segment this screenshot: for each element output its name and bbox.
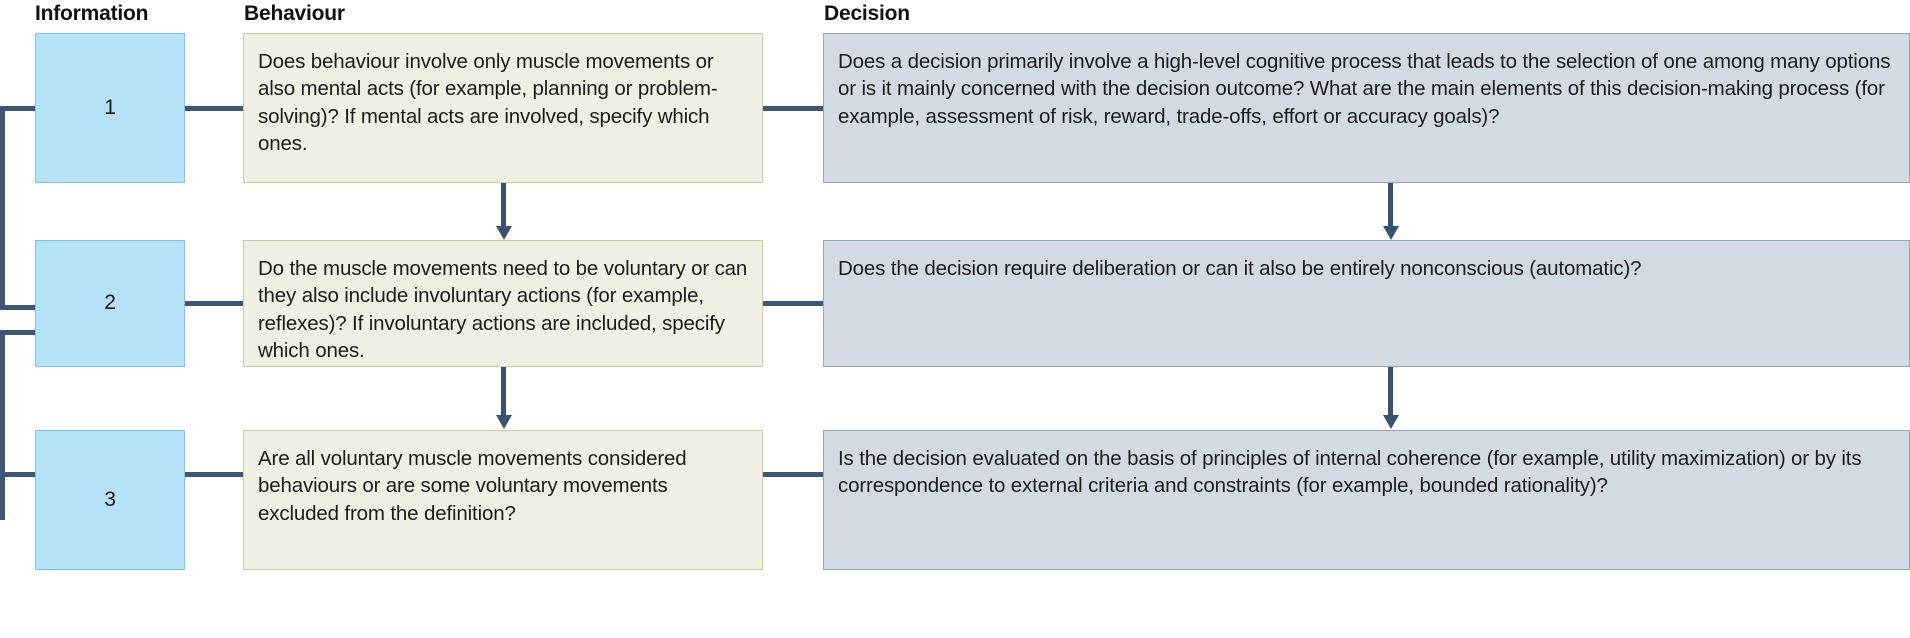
behaviour-box-level-1[interactable]: Does behaviour involve only muscle movem… bbox=[243, 33, 763, 183]
information-level-label: 3 bbox=[104, 487, 116, 511]
information-level-label: 2 bbox=[104, 291, 116, 315]
column-header-information: Information bbox=[35, 2, 149, 25]
connector-left-bottom-2 bbox=[0, 472, 38, 477]
arrow-behaviour-1-to-2 bbox=[501, 183, 506, 227]
connector-left-vertical-2 bbox=[0, 330, 5, 520]
information-box-level-1[interactable]: 1 bbox=[35, 33, 185, 183]
decision-box-level-1[interactable]: Does a decision primarily involve a high… bbox=[823, 33, 1910, 183]
connector-info2-to-behaviour2 bbox=[185, 301, 244, 306]
decision-box-level-2[interactable]: Does the decision require deliberation o… bbox=[823, 240, 1910, 367]
connector-info3-to-behaviour3 bbox=[185, 472, 244, 477]
information-box-level-2[interactable]: 2 bbox=[35, 240, 185, 367]
connector-left-vertical-1 bbox=[0, 106, 5, 310]
connector-left-top-2 bbox=[0, 330, 38, 335]
information-level-label: 1 bbox=[104, 95, 116, 119]
column-header-behaviour: Behaviour bbox=[244, 2, 345, 25]
decision-box-level-3[interactable]: Is the decision evaluated on the basis o… bbox=[823, 430, 1910, 570]
arrow-decision-2-to-3 bbox=[1388, 367, 1393, 416]
connector-behaviour2-to-decision2 bbox=[763, 301, 824, 306]
information-box-level-3[interactable]: 3 bbox=[35, 430, 185, 570]
behaviour-box-level-2[interactable]: Do the muscle movements need to be volun… bbox=[243, 240, 763, 367]
connector-behaviour3-to-decision3 bbox=[763, 472, 824, 477]
arrow-decision-1-to-2 bbox=[1388, 183, 1393, 227]
column-header-decision: Decision bbox=[824, 2, 910, 25]
connector-behaviour1-to-decision1 bbox=[763, 106, 824, 111]
connector-left-top-1 bbox=[0, 106, 38, 111]
behaviour-box-level-3[interactable]: Are all voluntary muscle movements consi… bbox=[243, 430, 763, 570]
connector-left-bottom-1 bbox=[0, 305, 38, 310]
connector-info1-to-behaviour1 bbox=[185, 106, 244, 111]
arrow-behaviour-2-to-3 bbox=[501, 367, 506, 416]
